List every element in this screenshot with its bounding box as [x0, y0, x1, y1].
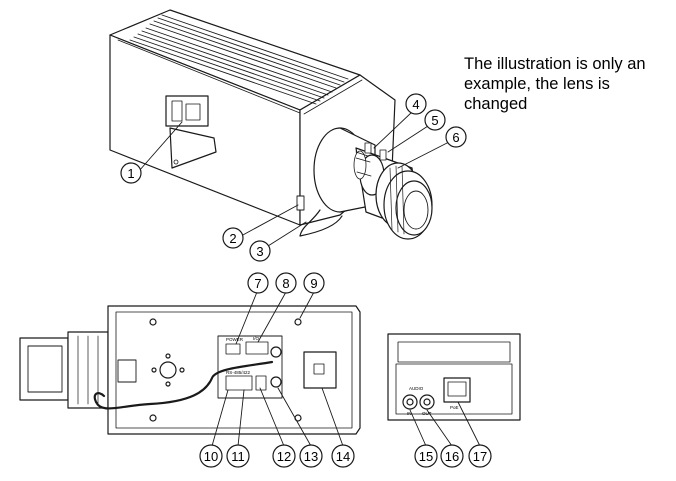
callout-12-label: 12 [277, 449, 291, 464]
callout-11: 11 [226, 444, 250, 468]
note-line-3: changed [464, 95, 528, 113]
callout-6-label: 6 [452, 130, 459, 145]
callout-4: 4 [405, 93, 427, 115]
note-line-1: The illustration is only an [464, 55, 646, 73]
callout-1-label: 1 [127, 166, 134, 181]
callout-11-label: 11 [231, 449, 245, 464]
callout-9-label: 9 [310, 276, 317, 291]
callout-9: 9 [303, 272, 325, 294]
camera-lens [353, 142, 433, 240]
port-label-audio-in: IN [407, 411, 412, 416]
callout-13: 13 [299, 444, 323, 468]
callout-15: 15 [414, 444, 438, 468]
port-label-io: I/O [253, 336, 260, 341]
callout-4-label: 4 [412, 97, 419, 112]
callout-12: 12 [272, 444, 296, 468]
callout-2-label: 2 [229, 231, 236, 246]
port-label-poe: PoE [450, 405, 459, 410]
lens-cable [299, 209, 343, 237]
camera-rear-view [19, 305, 361, 435]
port-label-power: POWER [226, 337, 244, 342]
callout-17: 17 [468, 444, 492, 468]
callout-16: 16 [440, 444, 464, 468]
callout-13-label: 13 [304, 449, 318, 464]
callout-7-label: 7 [254, 276, 261, 291]
port-label-audio-out: OUT [422, 411, 432, 416]
callout-5-label: 5 [431, 113, 438, 128]
callout-8: 8 [275, 272, 297, 294]
port-label-rs: RS-485/422 [226, 370, 251, 375]
callout-15-label: 15 [419, 449, 433, 464]
callout-2: 2 [222, 227, 244, 249]
callout-7: 7 [247, 272, 269, 294]
callout-10: 10 [199, 444, 223, 468]
callout-6: 6 [445, 126, 467, 148]
callout-16-label: 16 [445, 449, 459, 464]
callout-5: 5 [424, 109, 446, 131]
callout-3-label: 3 [256, 244, 263, 259]
callout-14-label: 14 [336, 449, 350, 464]
sd-card-slot [165, 95, 217, 169]
port-label-audio: AUDIO [409, 386, 424, 391]
callout-8-label: 8 [282, 276, 289, 291]
callout-10-label: 10 [204, 449, 218, 464]
heatsink-fins [129, 14, 349, 105]
callout-14: 14 [331, 444, 355, 468]
callout-1: 1 [120, 162, 142, 184]
callout-17-label: 17 [473, 449, 487, 464]
connector-module [387, 333, 521, 421]
callout-3: 3 [249, 240, 271, 262]
control-button [296, 195, 305, 211]
note-line-2: example, the lens is [464, 75, 610, 93]
illustration-note: The illustration is only an example, the… [464, 54, 674, 114]
